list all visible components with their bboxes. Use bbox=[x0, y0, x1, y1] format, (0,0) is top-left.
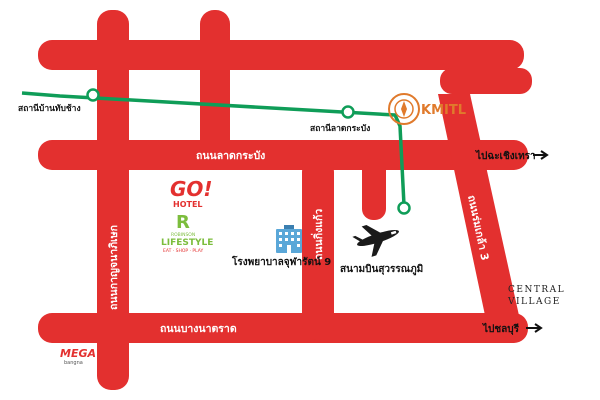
landmark-kmitl[interactable]: KMITL bbox=[388, 93, 466, 125]
mega-sub: bangna bbox=[64, 360, 83, 366]
road-motorway-right bbox=[440, 68, 532, 94]
lifestyle-tag: EAT · SHOP · PLAY bbox=[163, 248, 203, 254]
road-motorway bbox=[38, 40, 524, 70]
station-ban-thap-chang-marker[interactable] bbox=[86, 88, 100, 102]
go-hotel-sub: HOTEL bbox=[173, 200, 203, 209]
label-to-chonburi: ไปชลบุรี bbox=[482, 322, 520, 335]
road-network bbox=[38, 10, 532, 390]
arrow-right-icon bbox=[526, 323, 543, 333]
lifestyle-name: LIFESTYLE bbox=[161, 238, 213, 248]
road-lat-krabang bbox=[38, 140, 528, 170]
label-station-lat-krabang: สถานีลาดกระบัง bbox=[310, 123, 370, 134]
label-airport: สนามบินสุวรรณภูมิ bbox=[340, 263, 423, 276]
station-lat-krabang-marker[interactable] bbox=[341, 105, 355, 119]
landmark-chularat-hospital[interactable]: โรงพยาบาลจุฬารัตน์ 9 bbox=[231, 225, 331, 268]
rail-station-markers bbox=[86, 88, 411, 215]
landmark-robinson-lifestyle[interactable]: R ROBINSON LIFESTYLE EAT · SHOP · PLAY bbox=[161, 212, 213, 254]
arrow-right-icon bbox=[533, 150, 549, 160]
road-bang-na-trat bbox=[38, 313, 528, 343]
go-hotel-logo: GO! bbox=[170, 177, 213, 201]
lifestyle-logo-icon: R bbox=[176, 212, 190, 233]
central-village-line2: VILLAGE bbox=[507, 297, 561, 307]
airport-rail-link bbox=[21, 91, 406, 206]
mega-logo: MEGA bbox=[60, 347, 96, 360]
label-station-ban-thap-chang: สถานีบ้านทับช้าง bbox=[18, 103, 81, 114]
landmark-central-village[interactable]: CENTRAL VILLAGE bbox=[507, 285, 565, 307]
label-lat-krabang: ถนนลาดกระบัง bbox=[196, 150, 265, 162]
road-vertical-mid-top bbox=[200, 10, 230, 170]
label-kanchanaphisek: ถนนกาญจนาภิเษก bbox=[108, 225, 120, 310]
road-king-kaeo bbox=[302, 158, 334, 340]
label-bang-na-trat: ถนนบางนาตราด bbox=[160, 323, 237, 335]
label-to-chachoengsao: ไปฉะเชิงเทรา bbox=[475, 149, 536, 162]
airplane-icon bbox=[352, 224, 399, 257]
direction-chachoengsao: ไปฉะเชิงเทรา bbox=[475, 149, 549, 162]
label-motorway: ถนนมอเตอร์เวย์ กรุงเทพ-ชลบุรี bbox=[256, 76, 397, 90]
road-romklao bbox=[438, 94, 520, 320]
landmark-go-hotel[interactable]: GO! HOTEL bbox=[170, 177, 213, 209]
landmark-suvarnabhumi-airport[interactable]: สนามบินสุวรรณภูมิ bbox=[340, 216, 423, 276]
label-hospital: โรงพยาบาลจุฬารัตน์ 9 bbox=[231, 255, 331, 268]
central-village-line1: CENTRAL bbox=[508, 285, 565, 295]
kmitl-logo-text: KMITL bbox=[421, 103, 466, 118]
direction-chonburi: ไปชลบุรี bbox=[482, 322, 543, 335]
kmitl-seal-icon bbox=[388, 93, 420, 125]
road-airport-spur bbox=[362, 158, 386, 220]
landmark-mega-bangna[interactable]: MEGA bangna bbox=[60, 347, 96, 366]
road-kanchanaphisek bbox=[97, 10, 129, 390]
station-airport-marker[interactable] bbox=[397, 201, 411, 215]
lifestyle-brand: ROBINSON bbox=[171, 232, 195, 238]
label-king-kaeo: ถนนกิ่งแก้ว bbox=[310, 209, 325, 260]
hospital-building-icon bbox=[276, 225, 302, 253]
